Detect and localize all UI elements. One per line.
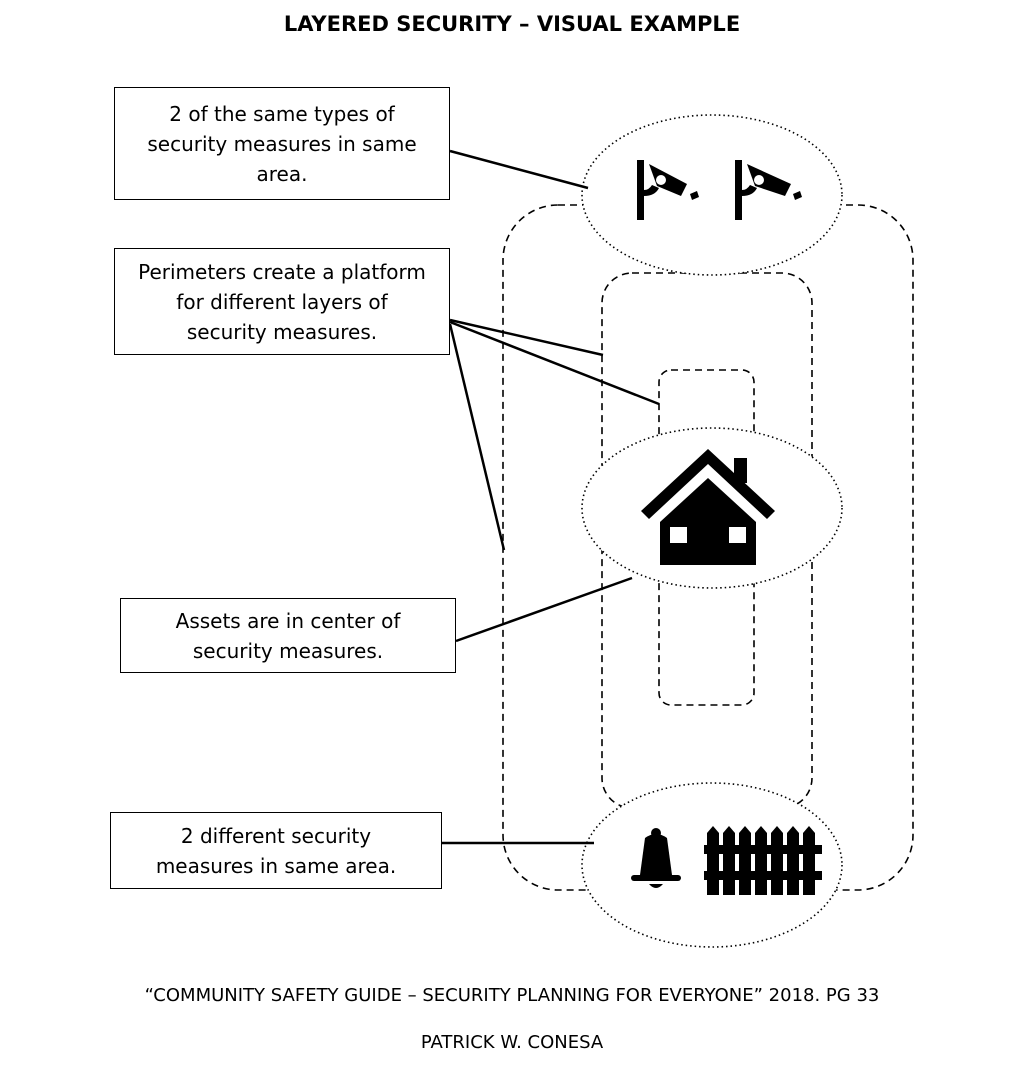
callout-line: Assets are in center of bbox=[175, 608, 401, 633]
callout-line: for different layers of bbox=[176, 289, 388, 314]
house-icon bbox=[641, 449, 775, 565]
security-camera-icon bbox=[637, 160, 699, 220]
callout-different: 2 different security measures in same ar… bbox=[110, 812, 442, 889]
citation: “COMMUNITY SAFETY GUIDE – SECURITY PLANN… bbox=[144, 985, 880, 1006]
callout-line: area. bbox=[256, 161, 308, 186]
connector-perimeter-outer bbox=[448, 323, 506, 551]
connector-assets bbox=[455, 576, 633, 643]
callout-assets: Assets are in center of security measure… bbox=[120, 598, 456, 673]
callout-line: Perimeters create a platform bbox=[138, 259, 426, 284]
callout-same-type: 2 of the same types of security measures… bbox=[114, 87, 450, 200]
callout-line: 2 of the same types of bbox=[169, 101, 395, 126]
callout-line: security measures. bbox=[192, 638, 384, 663]
fence-icon bbox=[704, 826, 822, 895]
page-title: LAYERED SECURITY – VISUAL EXAMPLE bbox=[283, 12, 741, 36]
callout-line: 2 different security bbox=[180, 823, 372, 848]
connector-perimeter-middle bbox=[449, 318, 604, 357]
author: PATRICK W. CONESA bbox=[420, 1032, 604, 1053]
security-camera-icon bbox=[735, 160, 802, 220]
callout-line: measures in same area. bbox=[155, 853, 397, 878]
connector-same-type bbox=[449, 149, 589, 190]
alarm-bell-icon bbox=[631, 828, 681, 888]
callout-perimeters: Perimeters create a platform for differe… bbox=[114, 248, 450, 355]
callout-line: security measures. bbox=[186, 319, 378, 344]
top-zone bbox=[581, 114, 843, 276]
connector-perimeter-inner bbox=[449, 320, 660, 406]
callout-line: security measures in same bbox=[147, 131, 417, 156]
